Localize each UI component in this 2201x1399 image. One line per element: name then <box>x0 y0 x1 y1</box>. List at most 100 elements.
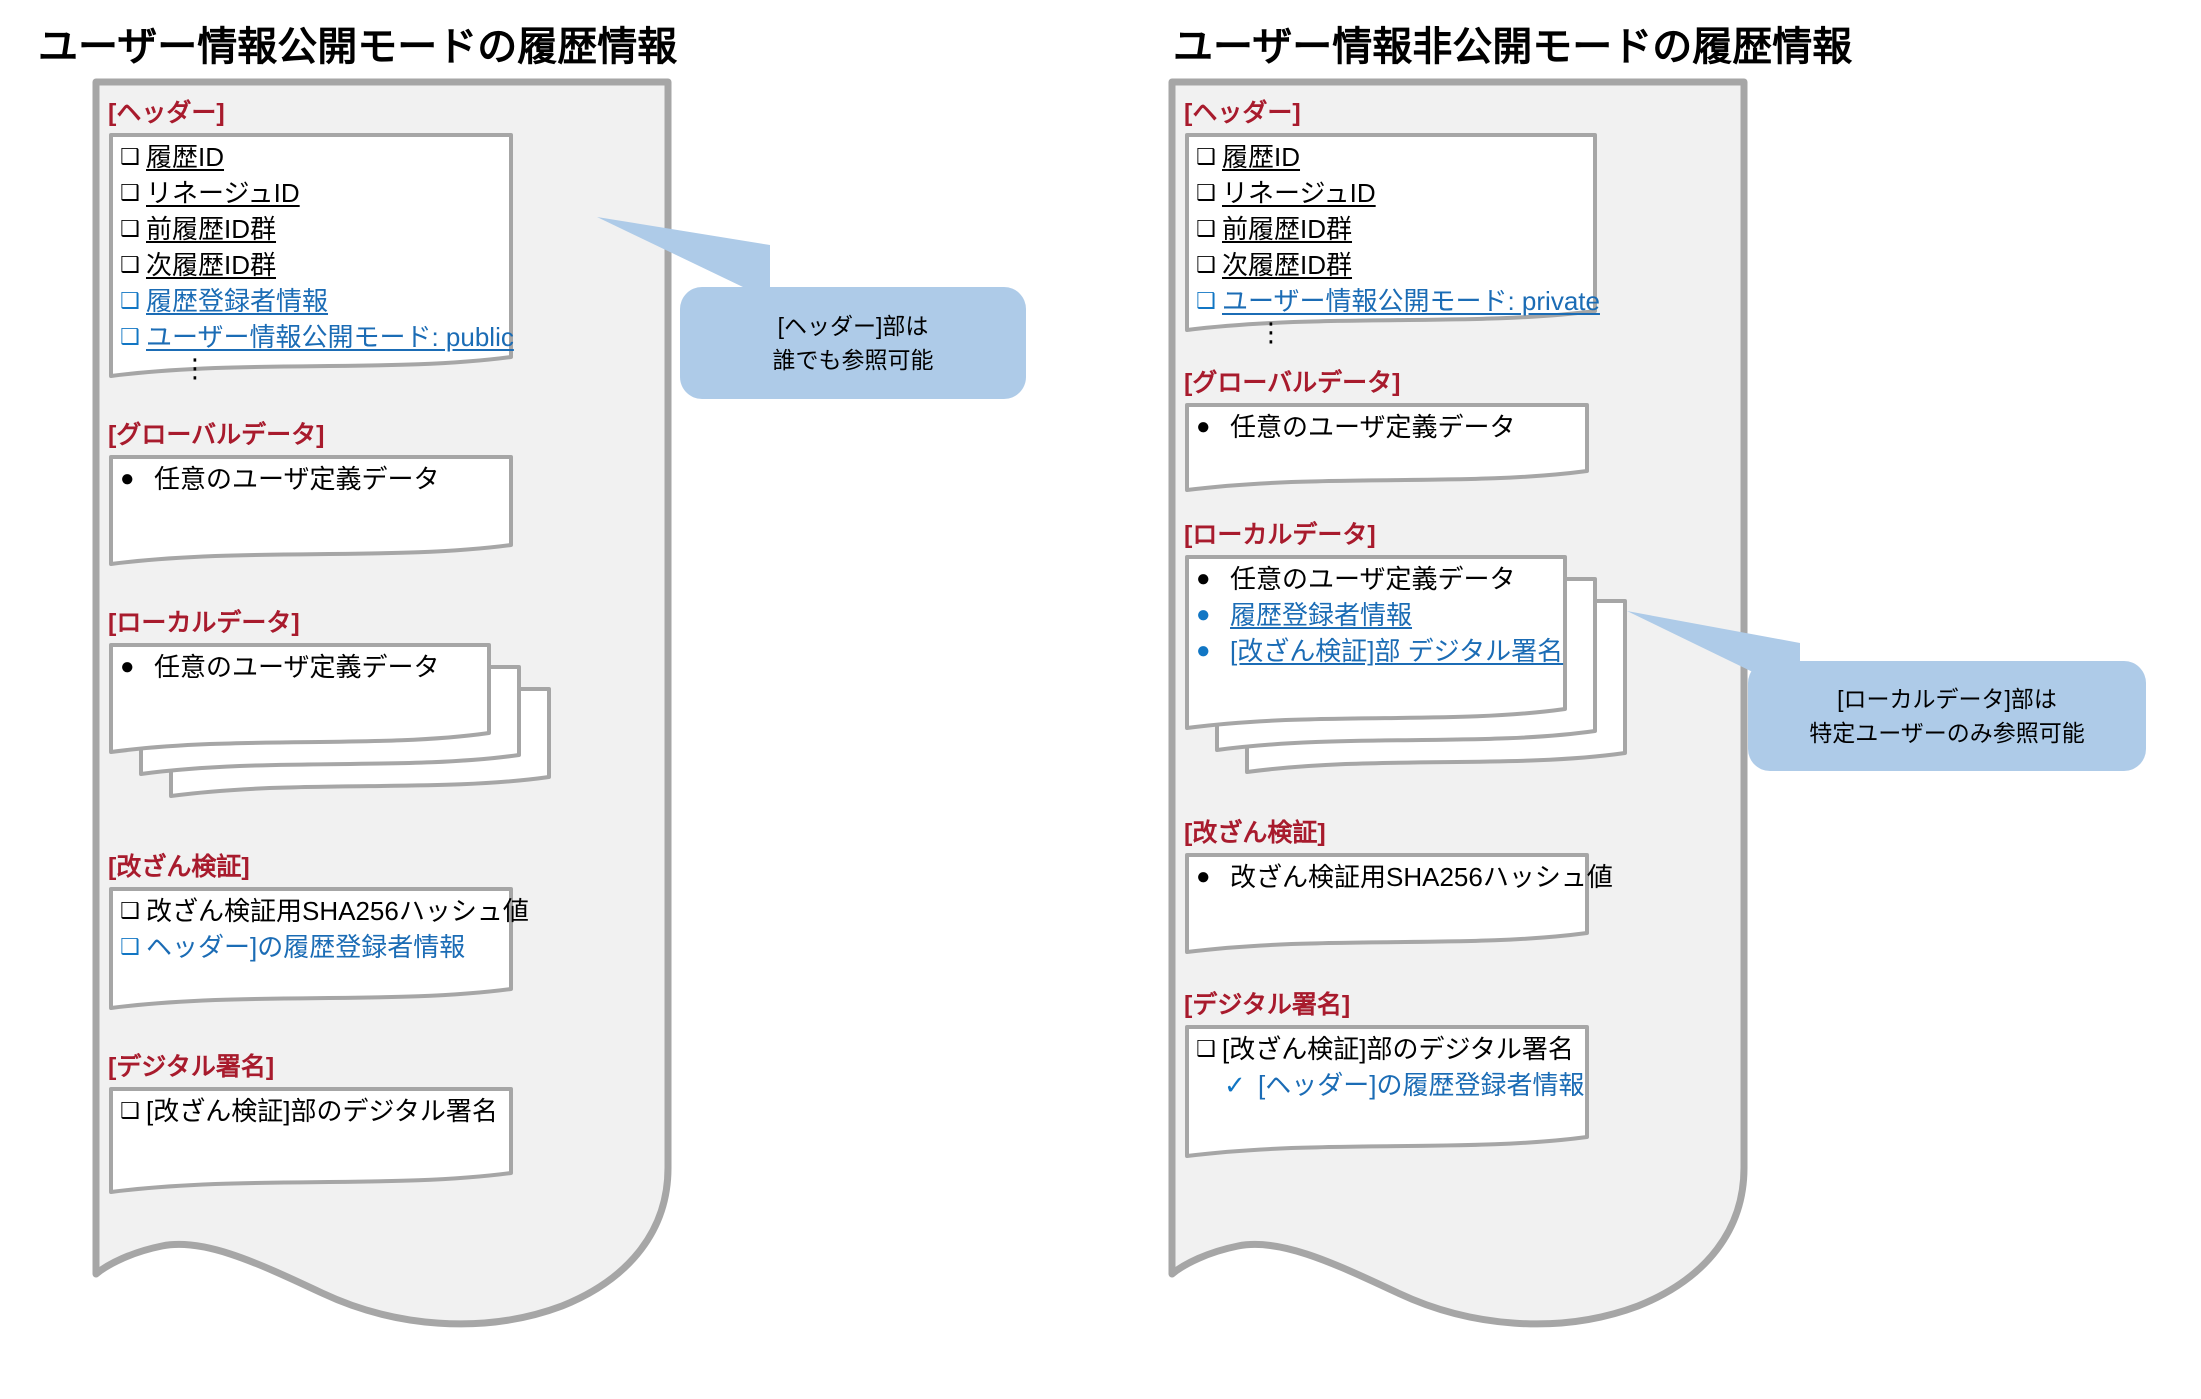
card-background <box>108 454 518 568</box>
item-list: ● 任意のユーザ定義データ <box>108 454 668 497</box>
list-item: ●任意のユーザ定義データ <box>1196 409 1744 445</box>
section-card: ●改ざん検証用SHA256ハッシュ値 <box>1184 852 1744 954</box>
right-callout-line1: [ローカルデータ]部は <box>1837 686 2057 712</box>
section-2: [グローバルデータ] ●任意のユーザ定義データ <box>1184 366 1744 492</box>
section-label: [グローバルデータ] <box>108 421 325 449</box>
list-item-label: ユーザー情報公開モード: public <box>146 322 514 352</box>
left-sections: [ヘッダー]❑履歴ID❑リネージュID❑前履歴ID群❑次履歴ID群❑履歴登録者情… <box>108 96 668 1194</box>
section-card: ❑履歴ID❑リネージュID❑前履歴ID群❑次履歴ID群❑履歴登録者情報❑ユーザー… <box>108 132 668 383</box>
section-label: [デジタル署名] <box>108 1053 275 1081</box>
square-bullet-icon: ❑ <box>1196 144 1216 169</box>
square-bullet-icon: ❑ <box>120 180 140 205</box>
card-background <box>108 642 556 816</box>
card-background <box>108 1086 518 1196</box>
card-background <box>108 886 518 1012</box>
item-list: ●改ざん検証用SHA256ハッシュ値 <box>1184 852 1744 895</box>
section-4: [改ざん検証]❑改ざん検証用SHA256ハッシュ値❑ヘッダー]の履歴登録者情報 <box>108 850 668 1010</box>
list-item[interactable]: ●履歴登録者情報 <box>1196 597 1744 633</box>
section-card: ❑履歴ID❑リネージュID❑前履歴ID群❑次履歴ID群❑ユーザー情報公開モード:… <box>1184 132 1744 345</box>
list-item-label: 任意のユーザ定義データ <box>1230 564 1516 594</box>
list-item[interactable]: ❑履歴ID <box>120 139 668 175</box>
list-item: ● 任意のユーザ定義データ <box>120 649 668 685</box>
list-item-label: 改ざん検証用SHA256ハッシュ値 <box>146 896 529 926</box>
list-item[interactable]: ❑ユーザー情報公開モード: public <box>120 319 668 355</box>
circle-bullet-icon: ● <box>120 465 135 492</box>
list-item-label: 履歴登録者情報 <box>146 286 329 316</box>
list-item-label: 履歴ID <box>1222 142 1301 172</box>
list-item: ✓ [ヘッダー]の履歴登録者情報 <box>1196 1067 1744 1103</box>
item-list: ❑[改ざん検証]部のデジタル署名 ✓ [ヘッダー]の履歴登録者情報 <box>1184 1024 1744 1103</box>
right-sections: [ヘッダー]❑履歴ID❑リネージュID❑前履歴ID群❑次履歴ID群❑ユーザー情報… <box>1184 96 1744 1158</box>
item-list: ❑改ざん検証用SHA256ハッシュ値❑ヘッダー]の履歴登録者情報 <box>108 886 668 965</box>
list-item-label: 改ざん検証用SHA256ハッシュ値 <box>1230 862 1613 892</box>
square-bullet-icon: ❑ <box>120 324 140 349</box>
section-card: ●任意のユーザ定義データ●履歴登録者情報●[改ざん検証]部 デジタル署名 <box>1184 554 1744 774</box>
list-item[interactable]: ●[改ざん検証]部 デジタル署名 <box>1196 633 1744 669</box>
section-4: [改ざん検証]●改ざん検証用SHA256ハッシュ値 <box>1184 816 1744 954</box>
list-item[interactable]: ❑前履歴ID群 <box>120 211 668 247</box>
right-panel-title: ユーザー情報非公開モードの履歴情報 <box>1173 25 1853 69</box>
circle-bullet-icon: ● <box>120 653 135 680</box>
square-bullet-icon: ❑ <box>1196 216 1216 241</box>
card-background <box>1184 554 1632 792</box>
list-item[interactable]: ❑履歴登録者情報 <box>120 283 668 319</box>
list-item-label: 次履歴ID群 <box>1222 250 1353 280</box>
list-item: ❑ヘッダー]の履歴登録者情報 <box>120 929 668 965</box>
card-background <box>108 132 518 380</box>
vertical-ellipsis-icon: ⋮ <box>182 353 208 383</box>
section-5: [デジタル署名] ❑[改ざん検証]部のデジタル署名 <box>108 1050 668 1194</box>
left-callout-line1: [ヘッダー]部は <box>777 313 929 339</box>
list-item[interactable]: ❑次履歴ID群 <box>120 247 668 283</box>
square-bullet-icon: ❑ <box>120 144 140 169</box>
list-item-label: [改ざん検証]部のデジタル署名 <box>146 1096 498 1126</box>
vertical-ellipsis-icon: ⋮ <box>1258 317 1284 347</box>
square-bullet-icon: ❑ <box>1196 288 1216 313</box>
section-card: ●任意のユーザ定義データ <box>1184 402 1744 492</box>
item-list: ● 任意のユーザ定義データ <box>108 642 668 685</box>
square-bullet-icon: ❑ <box>120 1098 140 1123</box>
list-item: ● 任意のユーザ定義データ <box>120 461 668 497</box>
section-card: ● 任意のユーザ定義データ <box>108 454 668 566</box>
section-card: ❑[改ざん検証]部のデジタル署名 <box>108 1086 668 1194</box>
item-list: ❑[改ざん検証]部のデジタル署名 <box>108 1086 668 1129</box>
item-list: ❑履歴ID❑リネージュID❑前履歴ID群❑次履歴ID群❑ユーザー情報公開モード:… <box>1184 132 1744 345</box>
section-label: [グローバルデータ] <box>1184 369 1401 397</box>
list-item[interactable]: ❑リネージュID <box>120 175 668 211</box>
section-card: ❑[改ざん検証]部のデジタル署名 ✓ [ヘッダー]の履歴登録者情報 <box>1184 1024 1744 1158</box>
list-item-label: [ヘッダー]の履歴登録者情報 <box>1258 1070 1585 1100</box>
section-label: [ローカルデータ] <box>1184 521 1376 549</box>
list-item-label: [改ざん検証]部のデジタル署名 <box>1222 1034 1574 1064</box>
right-callout-line2: 特定ユーザーのみ参照可能 <box>1809 720 2085 746</box>
section-5: [デジタル署名] ❑[改ざん検証]部のデジタル署名 ✓ [ヘッダー]の履歴登録者情報 <box>1184 988 1744 1158</box>
list-item-label: リネージュID <box>1222 178 1376 208</box>
left-callout-line2: 誰でも参照可能 <box>772 347 934 373</box>
list-item-label: 任意のユーザ定義データ <box>154 652 440 682</box>
card-background <box>1184 852 1594 956</box>
circle-bullet-icon: ● <box>1196 565 1211 592</box>
circle-bullet-icon: ● <box>1196 637 1211 664</box>
list-item: ❑[改ざん検証]部のデジタル署名 <box>120 1093 668 1129</box>
circle-bullet-icon: ● <box>1196 413 1211 440</box>
square-bullet-icon: ❑ <box>1196 1036 1216 1061</box>
item-list: ●任意のユーザ定義データ <box>1184 402 1744 445</box>
list-item-label: 履歴ID <box>146 142 225 172</box>
item-list: ●任意のユーザ定義データ●履歴登録者情報●[改ざん検証]部 デジタル署名 <box>1184 554 1744 669</box>
square-bullet-icon: ❑ <box>1196 252 1216 277</box>
list-item[interactable]: ❑リネージュID <box>1196 175 1744 211</box>
list-item-label: 前履歴ID群 <box>1222 214 1353 244</box>
square-bullet-icon: ❑ <box>1196 180 1216 205</box>
list-item-label: 履歴登録者情報 <box>1230 600 1413 630</box>
section-card: ❑改ざん検証用SHA256ハッシュ値❑ヘッダー]の履歴登録者情報 <box>108 886 668 1010</box>
list-item[interactable]: ❑ユーザー情報公開モード: private <box>1196 283 1744 319</box>
list-item: ●改ざん検証用SHA256ハッシュ値 <box>1196 859 1744 895</box>
square-bullet-icon: ❑ <box>120 288 140 313</box>
list-item[interactable]: ❑履歴ID <box>1196 139 1744 175</box>
list-item[interactable]: ❑前履歴ID群 <box>1196 211 1744 247</box>
section-label: [デジタル署名] <box>1184 991 1351 1019</box>
check-icon: ✓ <box>1224 1070 1246 1100</box>
list-item-label: 任意のユーザ定義データ <box>154 464 440 494</box>
section-1: [ヘッダー]❑履歴ID❑リネージュID❑前履歴ID群❑次履歴ID群❑ユーザー情報… <box>1184 96 1744 345</box>
square-bullet-icon: ❑ <box>120 934 140 959</box>
list-item[interactable]: ❑次履歴ID群 <box>1196 247 1744 283</box>
